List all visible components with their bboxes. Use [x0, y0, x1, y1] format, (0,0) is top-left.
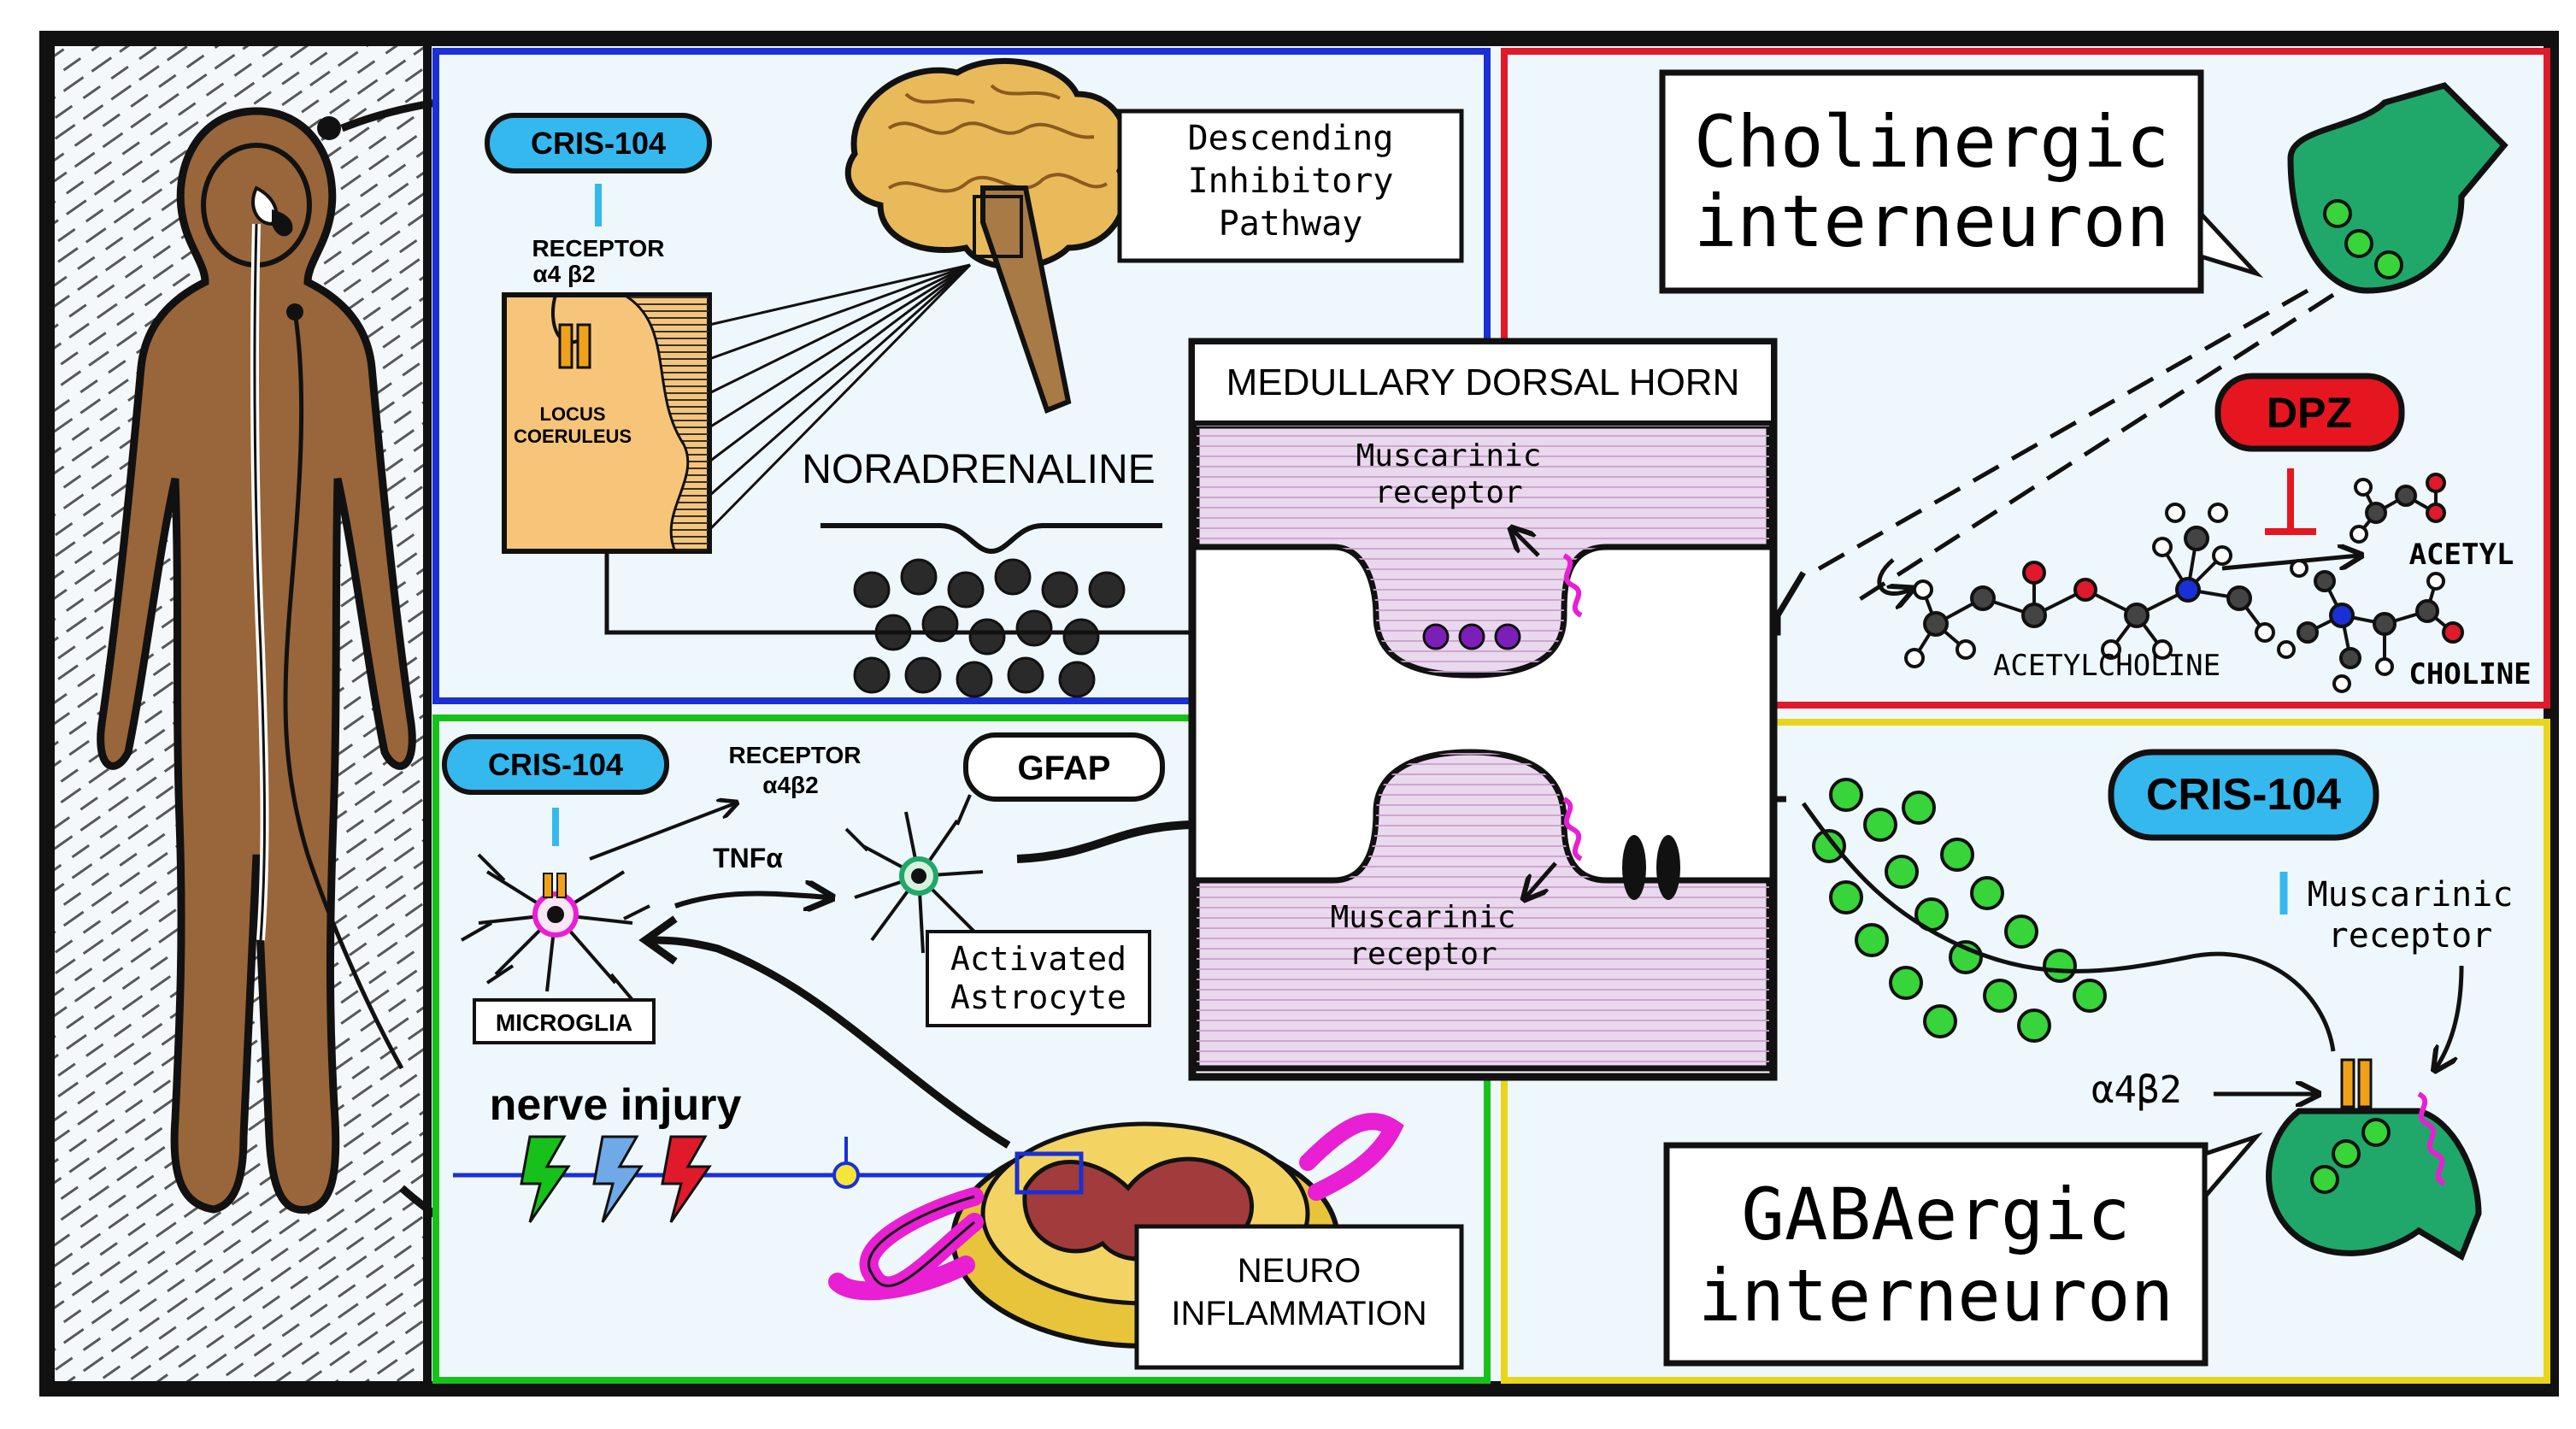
body-panel	[55, 46, 432, 1381]
alpha4beta2-label: α4β2	[2091, 1068, 2182, 1112]
cholinergic-title-2: interneuron	[1694, 179, 2169, 263]
acetyl-label: ACETYL	[2409, 538, 2514, 572]
receptor-subtype-top: α4 β2	[532, 261, 595, 287]
gaba-receptor-label-2: receptor	[2328, 916, 2493, 956]
microglia-cell	[461, 853, 650, 1002]
microglia-label: MICROGLIA	[496, 1009, 632, 1036]
cholinergic-title-box	[1659, 69, 2204, 294]
gabaergic-title-2: interneuron	[1698, 1254, 2173, 1338]
astrocyte-label-box	[926, 930, 1151, 1027]
lower-muscarinic-receptor-icon	[1562, 797, 1583, 862]
lc-to-horn-line	[604, 551, 1239, 635]
pathway-line-3: Pathway	[1219, 204, 1363, 244]
dpz-pill	[2214, 373, 2405, 452]
astrocyte-label-1: Activated	[950, 940, 1126, 978]
gfap-pill	[963, 732, 1165, 802]
upper-muscarinic-receptor-icon	[1562, 553, 1583, 618]
receptor-icon-top	[558, 323, 591, 369]
upper-purple-vesicles	[1422, 623, 1521, 650]
nerve-injury-label: nerve injury	[490, 1080, 742, 1130]
locus-label-2: COERULEUS	[514, 426, 632, 447]
astrocyte-label-2: Astrocyte	[950, 979, 1126, 1016]
gabaergic-interneuron-icon	[2266, 1058, 2482, 1261]
vesicle-membrane	[820, 523, 1162, 555]
descending-pathway-panel: CRIS-104 RECEPTOR α4 β2 LOCUS COERULEUS	[432, 48, 1491, 704]
cholinergic-interneuron-icon	[2287, 82, 2508, 294]
pathway-label-box	[1117, 109, 1464, 263]
projection-lines	[708, 263, 972, 532]
cris-104-pill-right	[2108, 749, 2379, 841]
locus-label-1: LOCUS	[540, 403, 606, 425]
neuro-label-2: INFLAMMATION	[1171, 1295, 1426, 1332]
dpz-label: DPZ	[2267, 389, 2352, 437]
receptor-label-top: RECEPTOR	[532, 235, 664, 262]
tnf-label: TNFα	[713, 843, 783, 873]
neuro-label-1: NEURO	[1238, 1252, 1361, 1290]
astrocyte-to-horn-arrow	[1016, 820, 1227, 863]
noradrenaline-label: NORADRENALINE	[802, 447, 1155, 492]
inflammation-feedback-arrow	[649, 936, 1011, 1149]
astrocyte-cell	[844, 794, 1002, 954]
gaba-receptor-label-1: Muscarinic	[2308, 875, 2514, 914]
cris-104-label-left: CRIS-104	[488, 747, 623, 782]
cris-104-pill-left	[442, 734, 669, 795]
horn-title: MEDULLARY DORSAL HORN	[1226, 362, 1740, 403]
pathway-line-2: Inhibitory	[1188, 162, 1394, 201]
gabaergic-title-box	[1663, 1142, 2208, 1367]
lightning-icons	[520, 1135, 712, 1223]
upper-receptor-label-2: receptor	[1374, 475, 1522, 510]
acetylcholine-label: ACETYLCHOLINE	[1993, 649, 2220, 683]
microglia-label-box	[473, 998, 656, 1044]
gabaergic-title-1: GABAergic	[1741, 1173, 2130, 1256]
pathway-line-1: Descending	[1188, 119, 1394, 158]
lower-receptor-label-2: receptor	[1349, 937, 1497, 972]
ion-channel-icon	[1622, 835, 1680, 900]
medullary-dorsal-horn-panel: MEDULLARY DORSAL HORN Muscarinic recepto…	[1188, 338, 1778, 1081]
release-lines	[1810, 288, 2335, 605]
gaba-axon-line	[1801, 802, 2336, 1052]
acetylcholine-molecule	[1904, 503, 2275, 668]
gfap-label: GFAP	[1018, 750, 1111, 787]
ganglion-icon	[832, 1161, 860, 1189]
human-body-figure	[97, 107, 416, 1214]
upper-receptor-label-1: Muscarinic	[1356, 438, 1542, 473]
neuroinflammation-label-box	[1134, 1224, 1464, 1370]
gaba-vesicles	[1812, 778, 2107, 1043]
receptor-label-left: RECEPTOR	[728, 742, 861, 768]
choline-label: CHOLINE	[2408, 657, 2531, 691]
cris-104-pill-top	[485, 113, 712, 173]
cris-104-label-right: CRIS-104	[2146, 770, 2341, 820]
acetyl-molecule	[2350, 473, 2446, 544]
receptor-subtype-left: α4β2	[762, 772, 818, 798]
brain-icon	[844, 57, 1130, 414]
choline-molecule	[2277, 559, 2464, 693]
cholinergic-title-1: Cholinergic	[1694, 100, 2169, 184]
lower-receptor-label-1: Muscarinic	[1331, 900, 1516, 935]
cris-104-label-top: CRIS-104	[531, 126, 666, 161]
